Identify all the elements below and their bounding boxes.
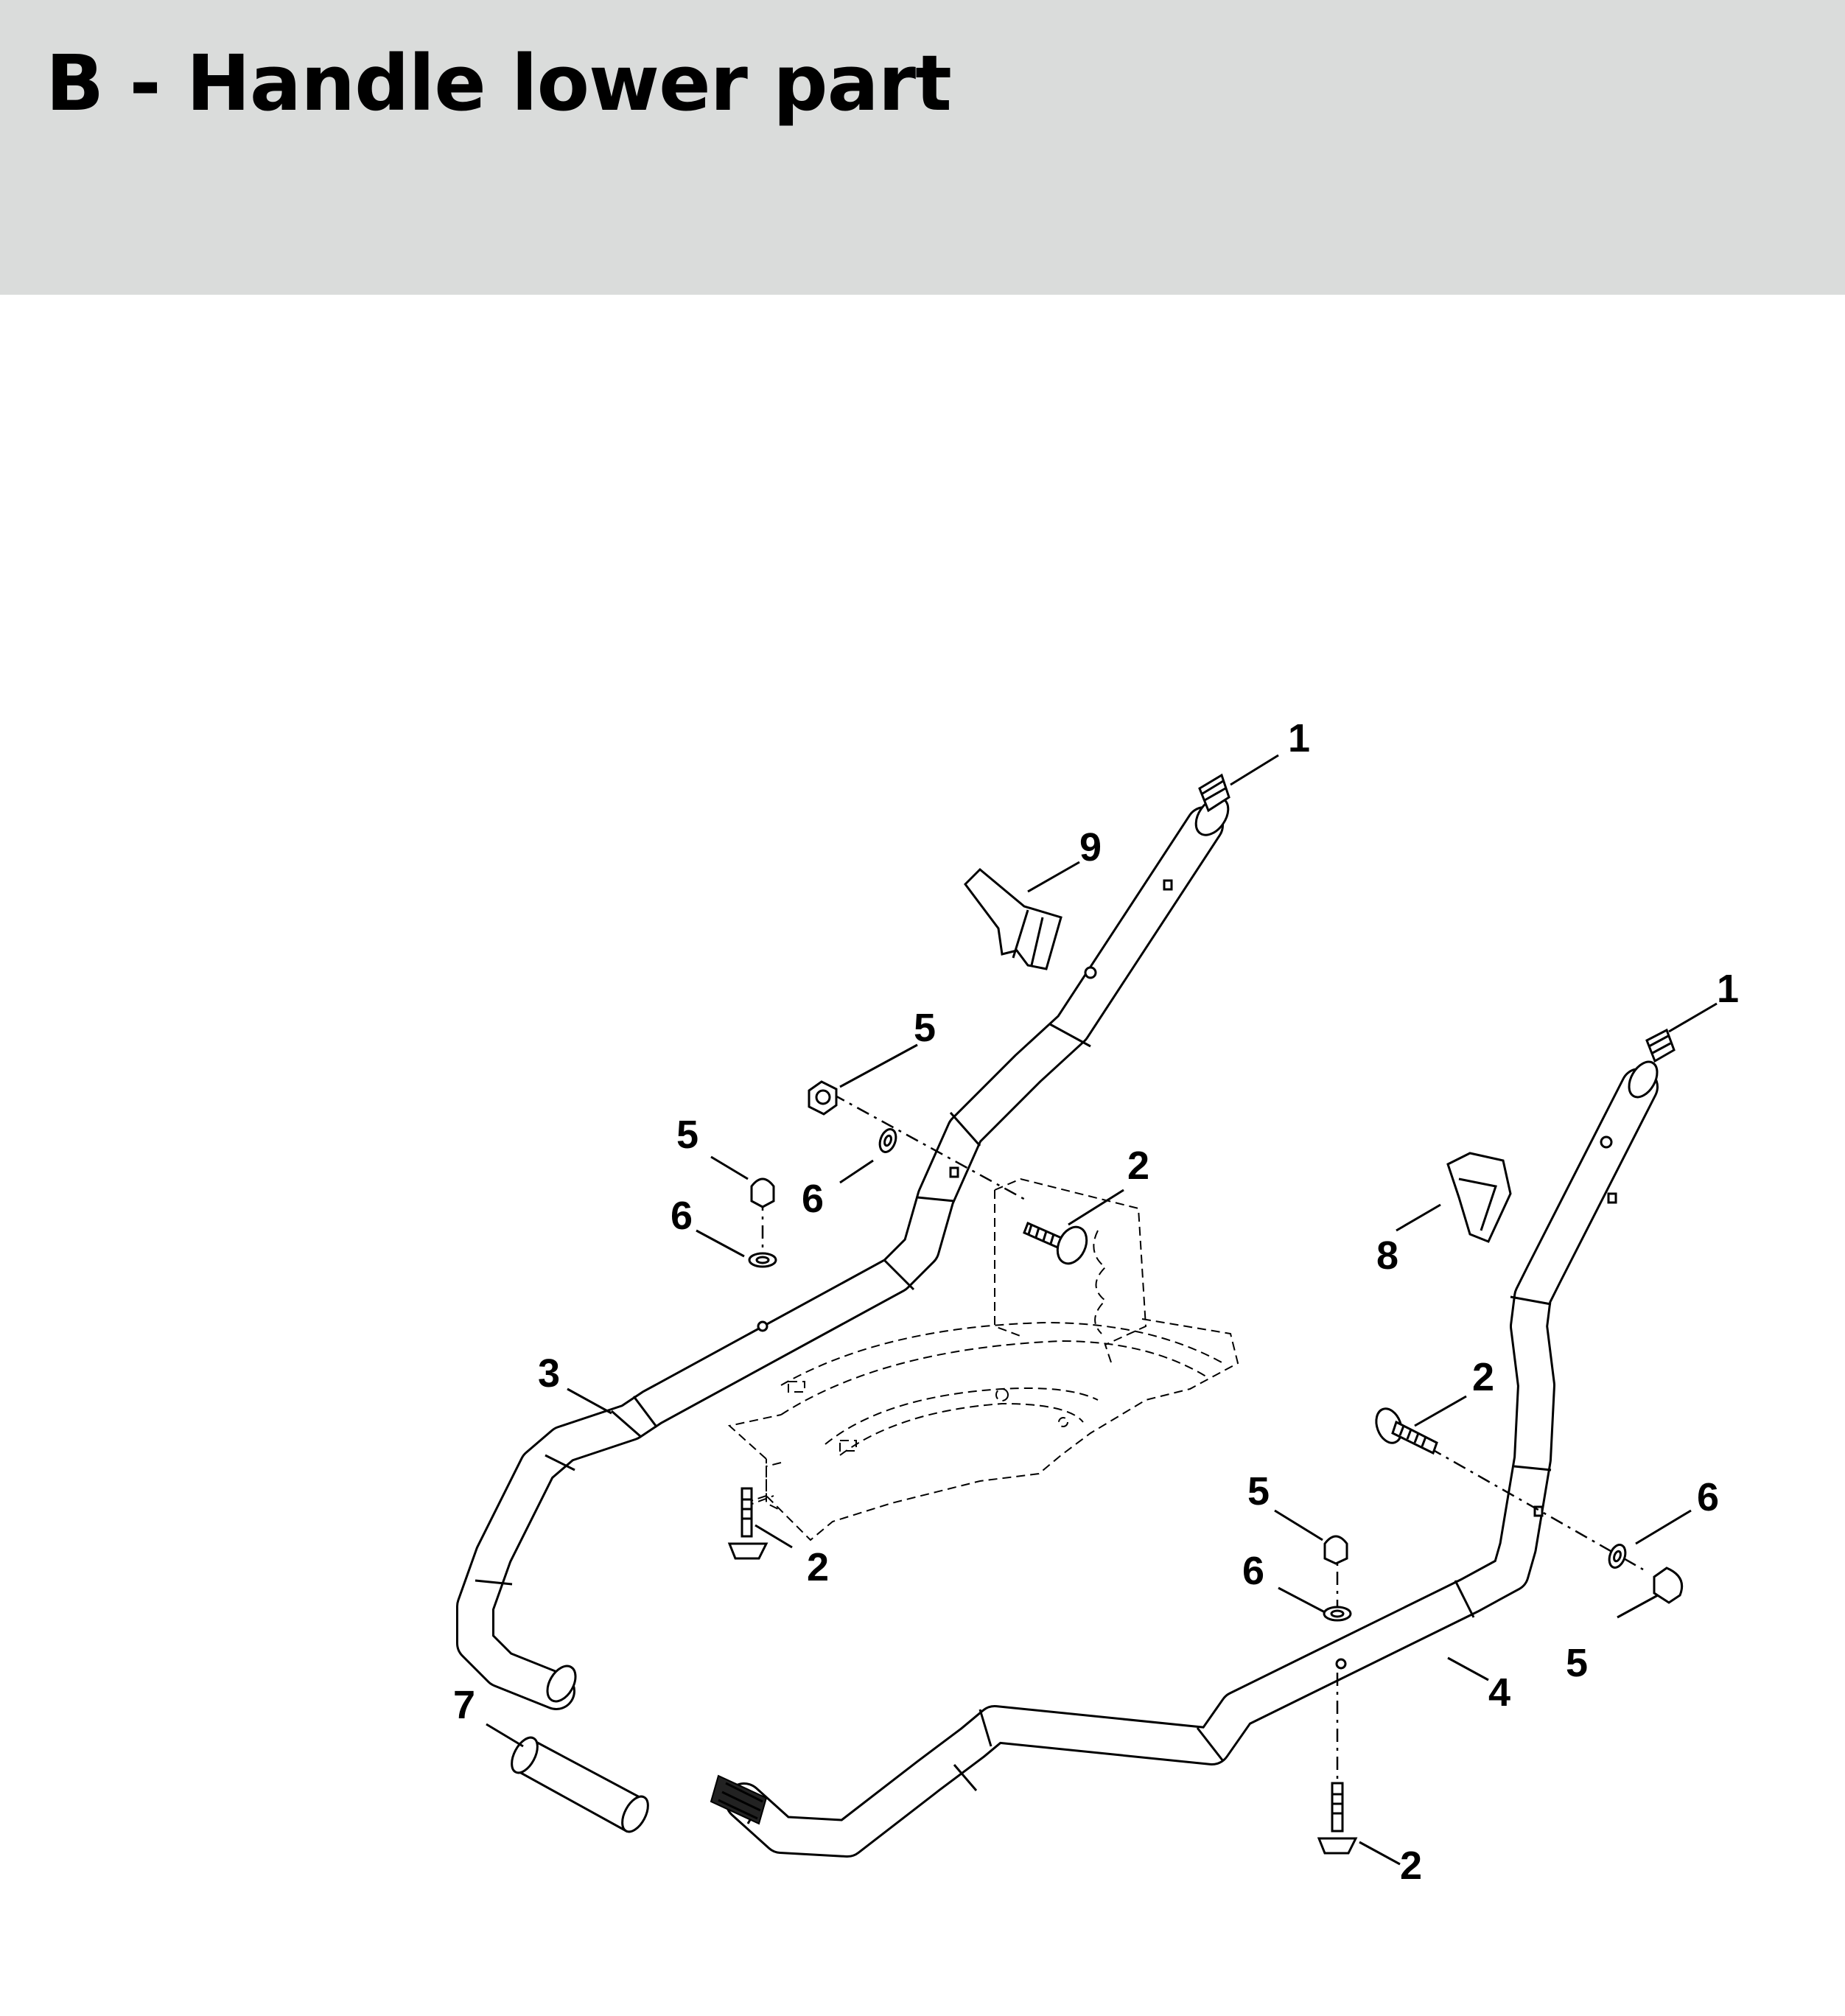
- callout-1-upper: 1: [1288, 716, 1310, 760]
- callout-5-left-nut: 5: [914, 1006, 936, 1050]
- page-title: B - Handle lower part: [46, 38, 952, 128]
- callout-2-left-vertical: 2: [807, 1545, 829, 1589]
- part-9-clip: [964, 867, 1062, 970]
- callout-2-right-vertical: 2: [1400, 1844, 1422, 1888]
- part-1-upper-end-cap: [1198, 773, 1230, 813]
- part-5-left-cap-nut: [750, 1177, 775, 1208]
- handle-tube-left: [456, 797, 1230, 1710]
- callout-2-upper-bolt: 2: [1127, 1144, 1149, 1188]
- callout-6-left-lower: 6: [671, 1194, 693, 1238]
- part-8-clip: [1446, 1152, 1512, 1243]
- callout-4: 4: [1488, 1670, 1510, 1715]
- callout-5-left-cap: 5: [676, 1113, 699, 1157]
- handle-tube-right: [710, 1060, 1659, 1858]
- part-2-upper-bolt: [1023, 1221, 1088, 1265]
- header-bar: B - Handle lower part: [0, 0, 1845, 295]
- callout-leader-lines: [486, 754, 1718, 1866]
- part-2-right-vertical-bolt: [1317, 1782, 1358, 1855]
- part-6-right-side-washer: [1608, 1544, 1627, 1569]
- part-7-grip-sleeve: [511, 1736, 649, 1833]
- callout-1-lower: 1: [1717, 967, 1739, 1011]
- callout-5-right-cap: 5: [1247, 1469, 1270, 1513]
- part-5-right-cap-nut: [1323, 1535, 1348, 1565]
- part-5-left-nut: [808, 1080, 838, 1116]
- callout-8: 8: [1376, 1233, 1398, 1278]
- assembly-axis-lines: [761, 1093, 1644, 1779]
- part-6-right-lower-washer: [1323, 1606, 1352, 1622]
- callout-6-right-side: 6: [1697, 1475, 1719, 1519]
- deck-ghost-outline: [727, 1177, 1239, 1541]
- callout-6-left-washer: 6: [802, 1177, 824, 1221]
- part-6-left-washer: [878, 1128, 897, 1153]
- part-6-left-lower-washer: [748, 1252, 777, 1268]
- callout-2-right-bolt: 2: [1472, 1355, 1494, 1399]
- callout-3: 3: [538, 1351, 560, 1396]
- callout-9: 9: [1079, 825, 1102, 869]
- part-2-left-vertical-bolt: [727, 1487, 769, 1560]
- callout-5-right-side: 5: [1566, 1641, 1588, 1685]
- callout-6-right-lower: 6: [1242, 1549, 1264, 1593]
- callout-7: 7: [453, 1683, 475, 1727]
- part-2-right-bolt: [1375, 1407, 1438, 1455]
- part-5-right-side-cap-nut: [1653, 1567, 1684, 1604]
- part-1-lower-end-cap: [1645, 1028, 1676, 1063]
